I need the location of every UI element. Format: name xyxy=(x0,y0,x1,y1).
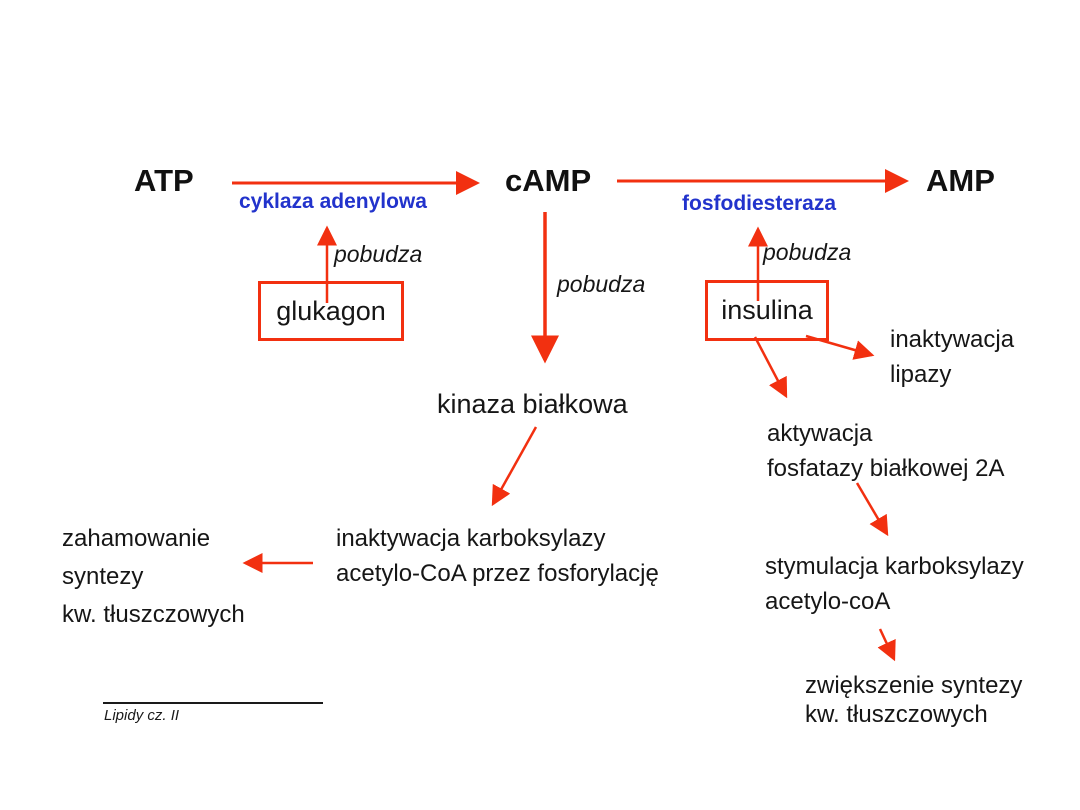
effect-zahamowanie-syntezy: zahamowanie syntezy kw. tłuszczowych xyxy=(62,520,245,634)
effect-line: zahamowanie xyxy=(62,525,211,552)
node-camp: cAMP xyxy=(505,163,592,198)
hormone-insulina-label: insulina xyxy=(721,295,813,325)
effect-inaktywacja-lipazy: inaktywacja lipazy xyxy=(890,322,1014,392)
effect-inaktywacja-karboksylazy: inaktywacja karboksylazy acetylo-CoA prz… xyxy=(336,521,659,591)
node-atp: ATP xyxy=(134,163,194,198)
effect-zwiekszenie-syntezy: zwiększenie syntezy kw. tłuszczowych xyxy=(805,671,1022,729)
enzyme-fosfodiesteraza: fosfodiesteraza xyxy=(682,192,837,215)
effect-line: inaktywacja xyxy=(890,326,1015,353)
effect-line: fosfatazy białkowej 2A xyxy=(767,455,1005,482)
effect-line: syntezy xyxy=(62,563,144,590)
arrow-acetylo-to-zwiekszenie xyxy=(877,628,896,662)
effect-line: acetylo-CoA przez fosforylację xyxy=(336,560,659,587)
hormone-glukagon-label: glukagon xyxy=(276,295,386,326)
label-pobudza-insulina: pobudza xyxy=(763,239,852,265)
effect-aktywacja-fosfatazy: aktywacja fosfatazy białkowej 2A xyxy=(767,416,1004,486)
effect-line: kw. tłuszczowych xyxy=(62,601,245,628)
box-insulina: insulina xyxy=(705,280,829,341)
effect-line: aktywacja xyxy=(767,420,873,447)
arrow-insulina-to-fosfataza xyxy=(753,336,788,399)
enzyme-cyklaza-adenylowa: cyklaza adenylowa xyxy=(239,190,427,213)
footer-caption: Lipidy cz. II xyxy=(104,707,180,724)
label-pobudza-glukagon: pobudza xyxy=(334,241,423,267)
box-glukagon: glukagon xyxy=(258,281,404,341)
arrow-kinaza-to-inaktywacja xyxy=(491,426,538,507)
effect-line: stymulacja karboksylazy xyxy=(765,553,1024,580)
node-kinaza-bialkowa: kinaza białkowa xyxy=(437,389,628,419)
effect-line: acetylo-coA xyxy=(765,588,891,615)
label-pobudza-camp: pobudza xyxy=(557,271,646,297)
effect-stymulacja-karboksylazy: stymulacja karboksylazy acetylo-coA xyxy=(765,549,1024,619)
effect-line: zwiększenie syntezy xyxy=(805,672,1023,699)
node-amp: AMP xyxy=(926,163,995,198)
arrow-fosfataza-to-stymulacja xyxy=(855,482,889,537)
effect-line: lipazy xyxy=(890,361,952,388)
footer-divider xyxy=(103,702,323,704)
effect-line: kw. tłuszczowych xyxy=(805,701,988,728)
effect-line: inaktywacja karboksylazy xyxy=(336,525,606,552)
